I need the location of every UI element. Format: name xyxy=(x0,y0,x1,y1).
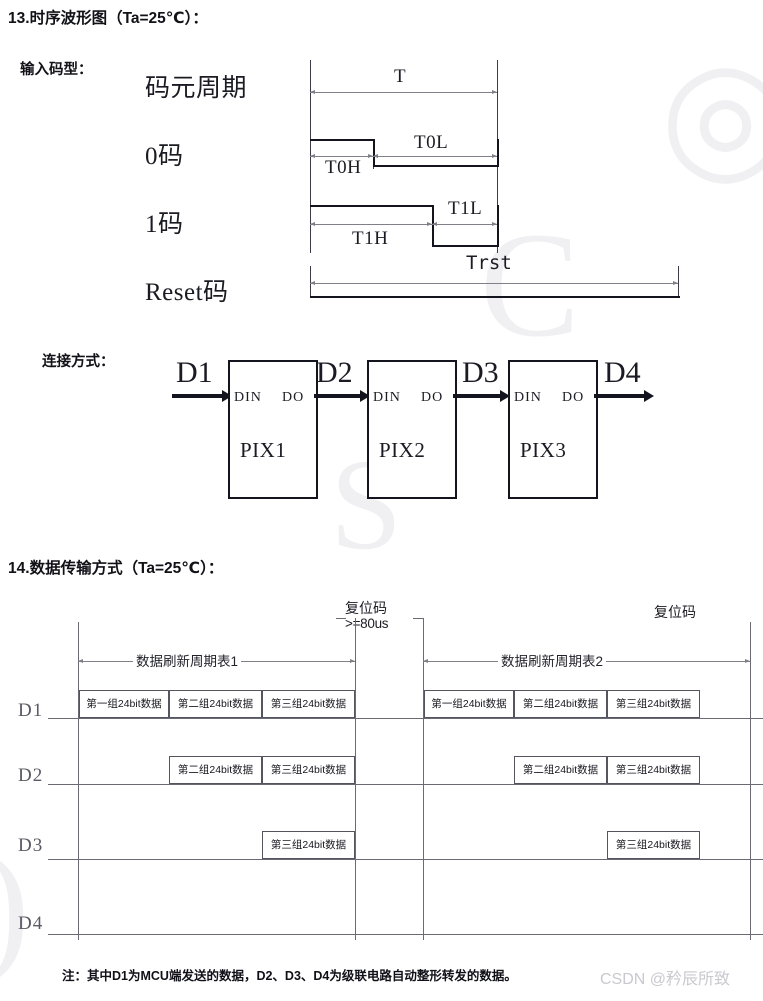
reset-tick-left xyxy=(336,618,346,619)
waveform-row-label-reset-code: Reset码 xyxy=(145,279,229,306)
reset-code-duration: >=80us xyxy=(345,616,389,632)
grid-line-cycle2-end xyxy=(750,622,751,940)
waveform-0code-falling-edge xyxy=(373,139,375,167)
reset-code-label-right: 复位码 xyxy=(654,604,696,620)
connection-arrow-d2-line xyxy=(314,394,362,398)
signal-label-D4: D4 xyxy=(604,356,641,389)
background-watermark: ◎ xyxy=(660,32,763,198)
pix-block-1 xyxy=(228,360,318,499)
section-14-number: 14. xyxy=(8,560,30,577)
pix-block-3-din-label: DIN xyxy=(514,390,542,405)
waveform-1code-falling-edge xyxy=(432,205,434,247)
data-block: 第二组24bit数据 xyxy=(514,756,607,784)
transmission-row-label-d4: D4 xyxy=(18,913,44,934)
connection-mode-label: 连接方式： xyxy=(42,354,115,370)
waveform-1code-high-segment xyxy=(310,205,434,207)
transmission-row-label-d2: D2 xyxy=(18,765,44,786)
connection-arrow-d4-line xyxy=(594,394,646,398)
grid-line-cycle1-start xyxy=(78,622,79,940)
connection-arrow-d1-head xyxy=(222,390,232,402)
pix-block-3 xyxy=(508,360,598,499)
data-block: 第三组24bit数据 xyxy=(262,831,355,859)
reset-code-annotation-middle: 复位码 >=80us xyxy=(345,600,389,632)
reset-code-label: 复位码 xyxy=(345,600,387,616)
dimension-line-T0H xyxy=(310,154,373,158)
waveform-0code-low-segment xyxy=(373,165,499,167)
signal-label-D2: D2 xyxy=(316,356,353,389)
grid-line-cycle2-start xyxy=(423,618,424,940)
data-block: 第三组24bit数据 xyxy=(607,690,700,718)
signal-label-D3: D3 xyxy=(462,356,499,389)
pix-block-2-do-label: DO xyxy=(421,390,444,405)
reset-tick-right xyxy=(413,618,423,619)
transmission-row-label-d3: D3 xyxy=(18,835,44,856)
section-13-number: 13. xyxy=(8,10,30,27)
pix-block-2-din-label: DIN xyxy=(373,390,401,405)
connection-arrow-d3-head xyxy=(500,390,510,402)
reset-code-annotation-right: 复位码 xyxy=(654,604,696,620)
connection-arrow-d2-head xyxy=(360,390,370,402)
section-14-heading: 14.数据传输方式（Ta=25℃）： xyxy=(8,556,223,578)
connection-arrow-d3-line xyxy=(453,394,502,398)
refresh-cycle-1-label: 数据刷新周期表1 xyxy=(133,650,242,670)
dimension-line-Trst xyxy=(310,281,678,285)
marker-label-T1L: T1L xyxy=(448,198,483,219)
csdn-watermark: CSDN @矜辰所致 xyxy=(600,971,731,988)
marker-label-T1H: T1H xyxy=(352,228,389,249)
data-block: 第三组24bit数据 xyxy=(607,831,700,859)
dimension-line-T1H xyxy=(310,222,432,226)
data-block: 第三组24bit数据 xyxy=(607,756,700,784)
refresh-cycle-2-label: 数据刷新周期表2 xyxy=(498,650,607,670)
pix-block-2 xyxy=(367,360,457,499)
signal-baseline-d1 xyxy=(48,718,763,719)
marker-label-T0L: T0L xyxy=(414,132,449,153)
dimension-line-T xyxy=(310,90,497,94)
signal-baseline-d4 xyxy=(48,934,763,935)
data-block: 第三组24bit数据 xyxy=(262,690,355,718)
dimension-line-T0L xyxy=(373,154,497,158)
signal-baseline-d2 xyxy=(48,784,763,785)
transmission-row-label-d1: D1 xyxy=(18,700,44,721)
data-block: 第一组24bit数据 xyxy=(79,690,169,718)
pix-block-1-do-label: DO xyxy=(282,390,305,405)
pix-block-3-do-label: DO xyxy=(562,390,585,405)
connection-arrow-d1-line xyxy=(172,394,224,398)
waveform-reset-low-segment xyxy=(310,296,680,298)
signal-label-D1: D1 xyxy=(176,356,213,389)
background-watermark: C xyxy=(480,202,581,368)
data-block: 第二组24bit数据 xyxy=(169,690,262,718)
waveform-row-label-code-0: 0码 xyxy=(145,143,184,170)
waveform-1code-end-edge xyxy=(497,205,499,247)
waveform-0code-end-edge xyxy=(497,139,499,167)
dimension-line-T1L xyxy=(432,222,497,226)
data-block: 第三组24bit数据 xyxy=(262,756,355,784)
waveform-0code-high-segment xyxy=(310,139,375,141)
grid-line-cycle1-end xyxy=(355,618,356,940)
waveform-row-label-symbol-period: 码元周期 xyxy=(145,75,248,102)
waveform-reset-guide-right xyxy=(678,266,679,298)
data-block: 第二组24bit数据 xyxy=(514,690,607,718)
waveform-row-label-code-1: 1码 xyxy=(145,211,184,238)
pix-block-2-name: PIX2 xyxy=(379,438,426,462)
signal-baseline-d3 xyxy=(48,859,763,860)
waveform-1code-low-segment xyxy=(432,245,499,247)
data-block: 第一组24bit数据 xyxy=(424,690,514,718)
pix-block-1-name: PIX1 xyxy=(240,438,287,462)
input-code-type-label: 输入码型： xyxy=(20,62,93,78)
section-14-title: 数据传输方式（Ta=25℃）： xyxy=(29,560,224,577)
footer-note: 注：其中D1为MCU端发送的数据，D2、D3、D4为级联电路自动整形转发的数据。 xyxy=(62,969,517,983)
pix-block-1-din-label: DIN xyxy=(234,390,262,405)
connection-arrow-d4-head xyxy=(644,390,654,402)
data-block: 第二组24bit数据 xyxy=(169,756,262,784)
marker-label-Trst: Trst xyxy=(466,252,512,274)
pix-block-3-name: PIX3 xyxy=(520,438,567,462)
section-13-title: 时序波形图（Ta=25℃）： xyxy=(29,10,208,27)
section-13-heading: 13.时序波形图（Ta=25℃）： xyxy=(8,6,208,28)
marker-label-T: T xyxy=(394,66,407,87)
marker-label-T0H: T0H xyxy=(325,157,362,178)
